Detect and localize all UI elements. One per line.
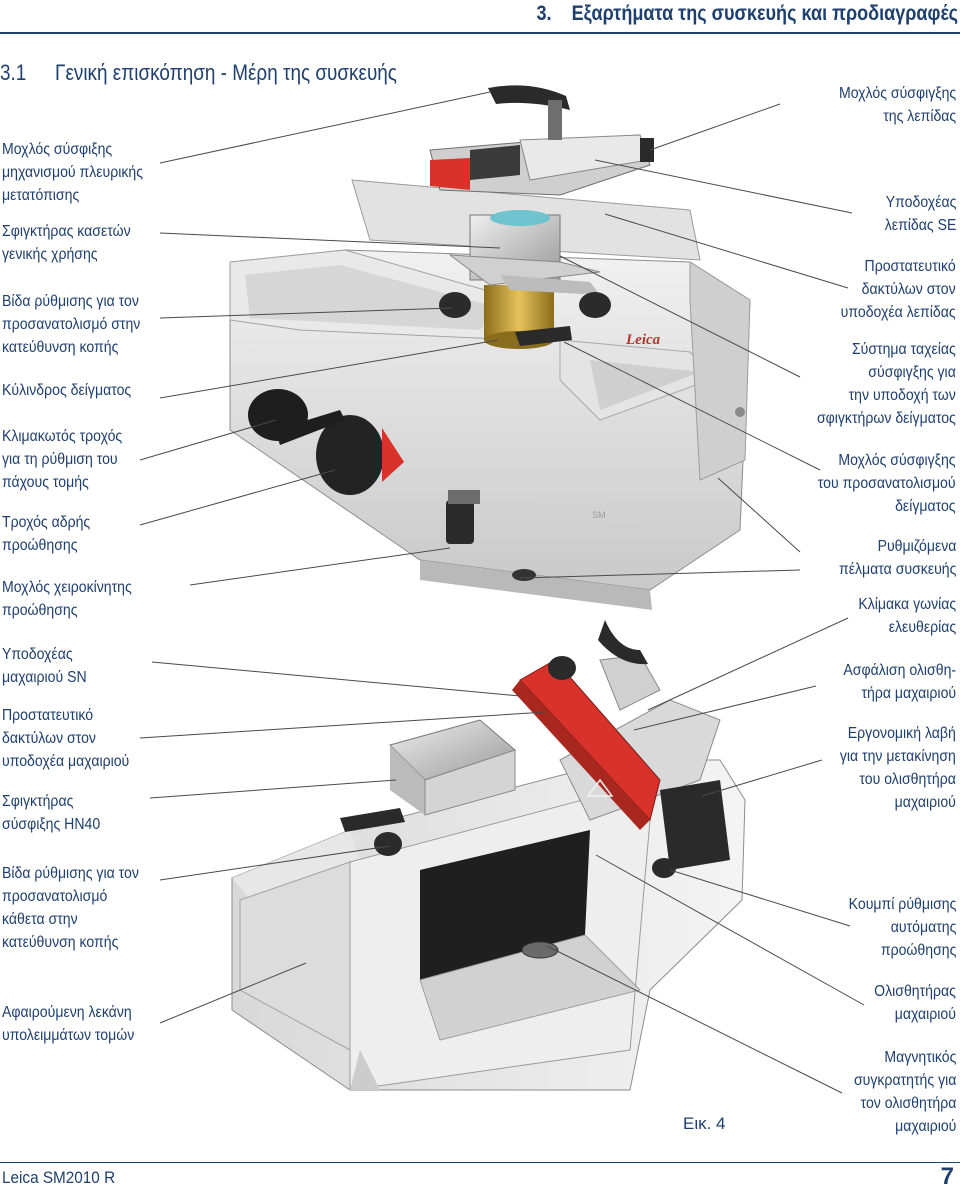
label-coarse-feed-wheel: Τροχός αδρής προώθησης [2, 514, 91, 554]
graduated-wheel [248, 389, 345, 445]
upper-device: SM Leica [229, 85, 751, 610]
label-knife-holder-sn: Υποδοχέας μαχαιριού SN [2, 646, 87, 686]
section-number: 3.1 [0, 60, 27, 85]
label-blade-clamp-lever: Μοχλός σύσφιγξης της λεπίδας [838, 85, 956, 125]
label-removable-waste-tray: Αφαιρούμενη λεκάνη υπολειμμάτων τομών [2, 1004, 135, 1044]
label-orientation-screw-perpendicular: Βίδα ρύθμισης για τον προσανατολισμό κάθ… [2, 865, 139, 951]
page-number: 7 [940, 1163, 954, 1190]
label-adjustable-feet: Ρυθμιζόμενα πέλματα συσκευής [838, 538, 956, 578]
coarse-wheel [316, 415, 404, 495]
label-magnetic-holder: Μαγνητικός συγκρατητής για τον ολισθητήρ… [853, 1049, 956, 1135]
label-blade-holder-se: Υποδοχέας λεπίδας SE [884, 194, 956, 234]
label-auto-feed-knob: Κουμπί ρύθμισης αυτόματης προώθησης [848, 896, 956, 959]
header-rule [0, 32, 960, 34]
knife-holder-sn [512, 659, 661, 830]
label-clearance-angle-scale: Κλίμακα γωνίας ελευθερίας [858, 596, 956, 636]
label-ergonomic-handle: Εργονομική λαβή για την μετακίνηση του ο… [839, 725, 956, 811]
blade-holder-se [429, 134, 654, 196]
footer-model: Leica SM2010 R [2, 1168, 116, 1187]
label-universal-cassette-clamp: Σφιγκτήρας κασετών γενικής χρήσης [2, 223, 131, 263]
label-specimen-cylinder: Κύλινδρος δείγματος [2, 382, 132, 399]
label-blade-holder-finger-guard: Προστατευτικό δακτύλων στον υποδοχέα λεπ… [841, 258, 956, 321]
leica-logo: Leica [625, 332, 661, 348]
label-quick-clamp-system: Σύστημα ταχείας σύσφιγξης για την υποδοχ… [817, 341, 956, 427]
svg-text:SM: SM [592, 510, 606, 520]
label-knife-holder-finger-guard: Προστατευτικό δακτύλων στον υποδοχέα μαχ… [2, 707, 130, 770]
label-manual-feed-lever: Μοχλός χειροκίνητης προώθησης [2, 579, 132, 619]
footer-rule [0, 1162, 960, 1163]
label-lateral-shift-clamp-lever: Μοχλός σύσφιξης μηχανισμού πλευρικής μετ… [2, 141, 144, 204]
leader-lines [139, 91, 865, 1094]
lower-device [231, 620, 746, 1091]
chapter-header: 3. Εξαρτήματα της συσκευής και προδιαγρα… [536, 2, 958, 25]
label-knife-slide: Ολισθητήρας μαχαιριού [874, 983, 956, 1023]
label-graduated-wheel: Κλιμακωτός τροχός για τη ρύθμιση του πάχ… [2, 428, 123, 491]
label-hn40-clamp: Σφιγκτήρας σύσφιξης HN40 [2, 793, 101, 833]
label-orientation-screw-cutting-direction: Βίδα ρύθμισης για τον προσανατολισμό στη… [2, 293, 141, 356]
label-knife-slide-lock: Ασφάλιση ολισθη- τήρα μαχαιριού [843, 662, 956, 702]
figure-caption: Εικ. 4 [683, 1114, 726, 1133]
section-title-text: Γενική επισκόπηση - Μέρη της συσκευής [55, 60, 397, 85]
label-orientation-clamp-lever: Μοχλός σύσφιγξης του προσανατολισμού δεί… [818, 452, 956, 515]
section-title: 3.1 Γενική επισκόπηση - Μέρη της συσκευής [0, 60, 447, 86]
